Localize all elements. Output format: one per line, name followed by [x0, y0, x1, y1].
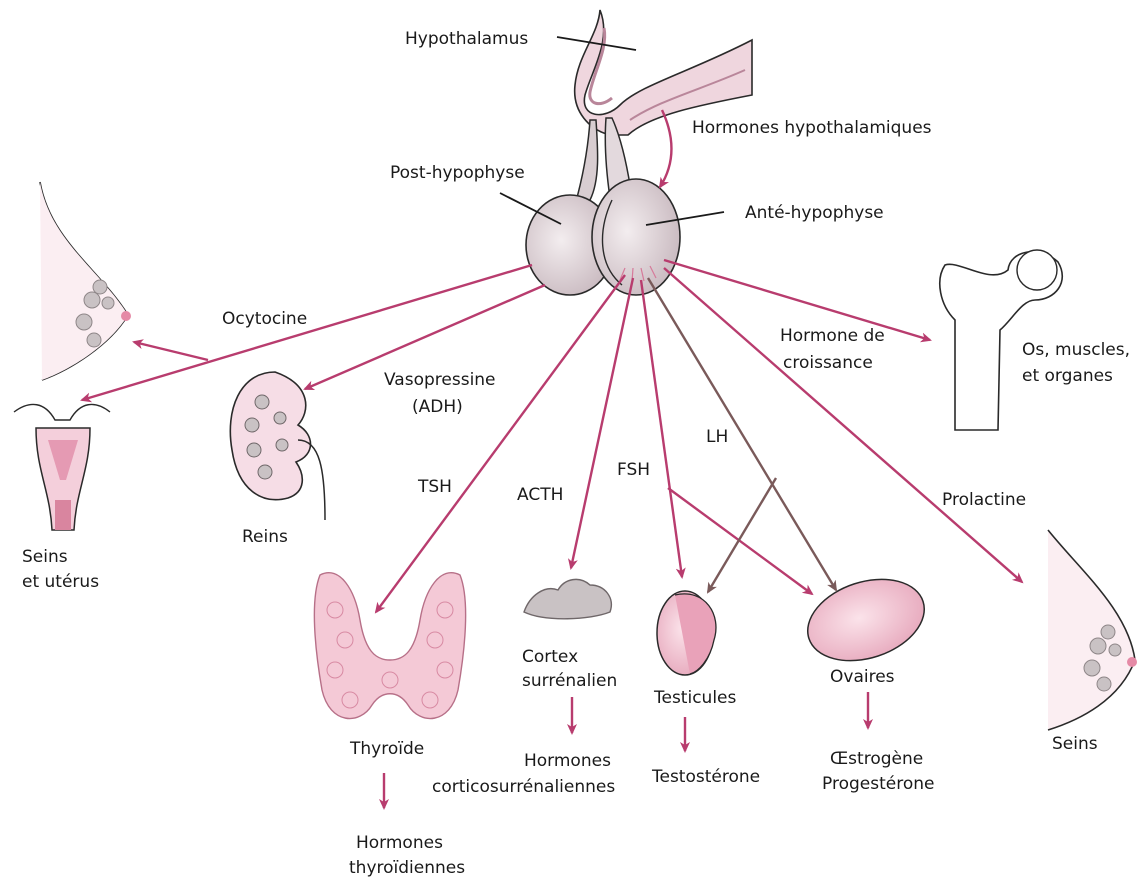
arrow-fsh-ovaires — [668, 488, 812, 594]
label-ocytocine: Ocytocine — [222, 309, 307, 329]
label-oestrogene: Œstrogène — [830, 749, 923, 769]
arrow-ocytocine-breast — [134, 342, 208, 360]
label-acth: ACTH — [517, 485, 563, 505]
label-thyroide: Thyroïde — [349, 739, 424, 759]
label-surrenalien: surrénalien — [522, 671, 617, 691]
label-progesterone: Progestérone — [822, 774, 934, 794]
ovary-illustration — [797, 565, 935, 674]
arrow-tsh — [376, 275, 625, 612]
label-seins-uterus-2: et utérus — [22, 572, 99, 592]
label-hormone-de: Hormone de — [780, 326, 885, 346]
adrenal-cortex-illustration — [524, 579, 611, 618]
label-prolactine: Prolactine — [942, 490, 1026, 510]
label-hormones-thyroidiennes-1: Hormones — [356, 833, 443, 853]
label-cortex: Cortex — [522, 647, 578, 667]
label-et-organes: et organes — [1022, 366, 1113, 386]
pituitary-illustration — [526, 118, 680, 295]
hypothalamus-illustration — [575, 10, 752, 135]
arrow-acth — [571, 278, 633, 568]
label-testosterone: Testostérone — [651, 767, 760, 787]
label-hormones-cortico-1: Hormones — [524, 751, 611, 771]
label-tsh: TSH — [417, 477, 452, 497]
testicle-illustration — [657, 591, 716, 675]
label-hormones-thyroidiennes-2: thyroïdiennes — [349, 858, 465, 878]
label-lh: LH — [706, 427, 728, 447]
breast-left-illustration — [40, 182, 131, 380]
label-post-hypophyse: Post-hypophyse — [390, 163, 525, 183]
breast-right-illustration — [1048, 530, 1137, 730]
label-vasopressine: Vasopressine — [384, 370, 496, 390]
label-seins: Seins — [1052, 734, 1098, 754]
label-fsh: FSH — [617, 460, 650, 480]
arrow-hormones-hypothalamiques — [660, 110, 672, 187]
label-os-muscles: Os, muscles, — [1022, 340, 1130, 360]
label-testicules: Testicules — [653, 688, 737, 708]
anterior-pituitary — [592, 179, 680, 295]
uterus-illustration — [14, 404, 110, 530]
arrow-lh-testicules — [708, 478, 776, 592]
label-hypothalamus: Hypothalamus — [405, 29, 528, 49]
label-reins: Reins — [242, 527, 288, 547]
label-croissance: croissance — [783, 353, 873, 373]
label-hormones-hypothalamiques: Hormones hypothalamiques — [692, 118, 932, 138]
label-hormones-cortico-2: corticosurrénaliennes — [432, 777, 615, 797]
label-ovaires: Ovaires — [830, 667, 895, 687]
kidney-illustration — [230, 372, 325, 520]
label-seins-uterus-1: Seins — [22, 547, 68, 567]
label-ante-hypophyse: Anté-hypophyse — [745, 203, 884, 223]
label-adh: (ADH) — [412, 397, 463, 417]
